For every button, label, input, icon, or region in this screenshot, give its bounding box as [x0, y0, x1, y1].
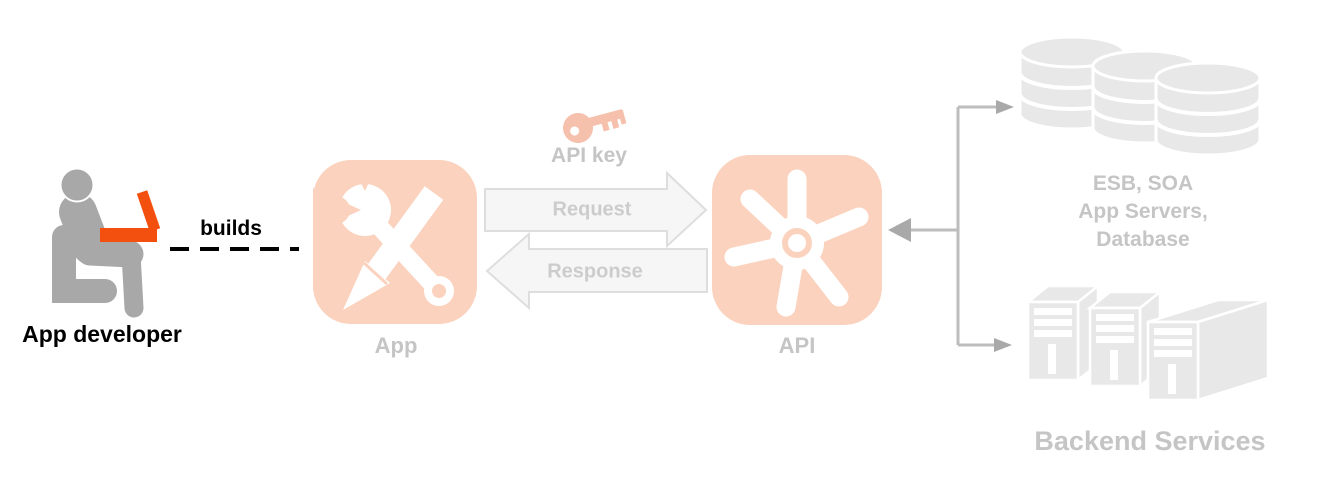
person-at-laptop-icon — [52, 167, 161, 318]
wrench-pencil-icon — [313, 162, 454, 310]
body-shape — [59, 193, 144, 318]
esb-label-line3: Database — [1096, 228, 1190, 251]
laptop-shape — [100, 190, 161, 242]
developer-label: App developer — [22, 321, 182, 347]
pinwheel-icon — [724, 169, 869, 317]
request-label: Request — [552, 198, 632, 221]
database-stack-icon — [1018, 35, 1262, 157]
esb-label-line2: App Servers, — [1078, 200, 1208, 223]
arrowhead-to-api — [888, 218, 911, 242]
arrowhead-to-servers — [994, 338, 1012, 352]
response-arrow — [485, 232, 708, 310]
app-label: App — [374, 333, 418, 358]
builds-dashed-line — [170, 247, 299, 251]
backend-services-label: Backend Services — [1034, 426, 1266, 456]
head-shape — [59, 167, 95, 203]
request-arrow — [484, 170, 708, 248]
server-tower — [1146, 298, 1270, 402]
backend-connector — [888, 100, 1014, 352]
database-cylinder — [1154, 61, 1262, 157]
esb-label-line1: ESB, SOA — [1092, 172, 1194, 195]
server-towers-icon — [1024, 283, 1270, 402]
chair-shape — [52, 225, 117, 303]
api-key-label: API key — [551, 144, 627, 167]
api-node — [712, 155, 882, 325]
response-label: Response — [547, 260, 643, 283]
esb-label: ESB, SOA App Servers, Database — [1078, 170, 1208, 254]
builds-label: builds — [200, 217, 262, 240]
api-label: API — [778, 333, 816, 358]
app-node — [313, 160, 477, 324]
key-icon — [563, 109, 627, 143]
server-tower — [1024, 283, 1102, 383]
arrowhead-to-databases — [996, 100, 1014, 114]
